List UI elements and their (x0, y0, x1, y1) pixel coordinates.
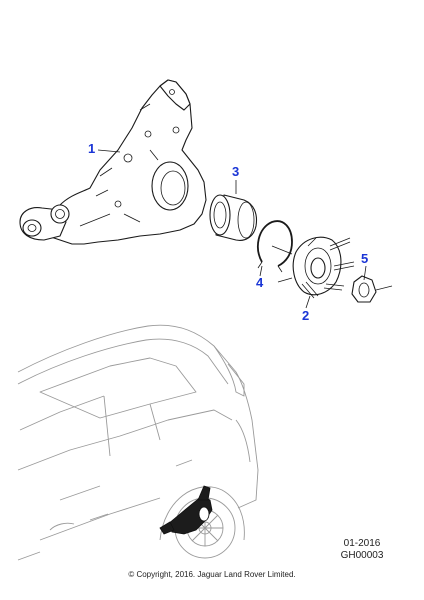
illustration-reference: 01-2016 GH00003 (336, 538, 388, 562)
callout-5: 5 (361, 251, 368, 281)
callout-label: 3 (232, 164, 239, 179)
highlighted-rear-suspension (159, 485, 213, 535)
callout-label: 1 (88, 141, 95, 156)
callout-3: 3 (232, 164, 239, 194)
illustration-code: GH00003 (340, 550, 384, 561)
vehicle-location-view (17, 324, 259, 561)
callout-1: 1 (88, 141, 121, 156)
copyright-notice: © Copyright, 2016. Jaguar Land Rover Lim… (128, 570, 296, 579)
callout-label: 4 (256, 275, 264, 290)
wheel-bearing-part (209, 194, 258, 241)
callout-4: 4 (256, 265, 264, 290)
wheel-hub-part (271, 236, 355, 299)
snap-ring-part (257, 220, 293, 273)
hub-nut-part (351, 275, 393, 303)
date-code: 01-2016 (343, 538, 381, 549)
callout-label: 2 (302, 308, 309, 323)
callout-label: 5 (361, 251, 368, 266)
rear-knuckle-part (19, 79, 207, 245)
callout-2: 2 (302, 295, 311, 323)
